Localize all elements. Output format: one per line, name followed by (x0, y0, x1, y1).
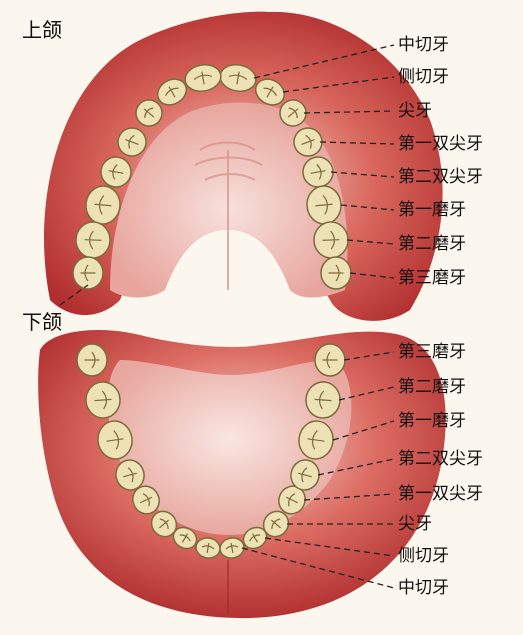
upper-jaw-title: 上颌 (22, 14, 62, 43)
label-upper-first-molar: 第一磨牙 (398, 200, 466, 220)
label-upper-lateral-incisor: 侧切牙 (398, 67, 449, 87)
label-lower-third-molar: 第三磨牙 (398, 342, 466, 362)
label-lower-first-premolar: 第一双尖牙 (398, 484, 483, 504)
label-lower-first-molar: 第一磨牙 (398, 411, 466, 431)
label-lower-lateral-incisor: 侧切牙 (398, 546, 449, 566)
label-lower-second-molar: 第二磨牙 (398, 377, 466, 397)
label-upper-second-premolar: 第二双尖牙 (398, 167, 483, 187)
label-upper-central-incisor: 中切牙 (398, 35, 449, 55)
label-lower-canine: 尖牙 (398, 514, 432, 534)
label-lower-central-incisor: 中切牙 (398, 578, 449, 598)
label-upper-second-molar: 第二磨牙 (398, 234, 466, 254)
label-lower-second-premolar: 第二双尖牙 (398, 449, 483, 469)
label-upper-canine: 尖牙 (398, 101, 432, 121)
lower-jaw-title: 下颌 (22, 306, 62, 335)
label-upper-first-premolar: 第一双尖牙 (398, 134, 483, 154)
label-upper-third-molar: 第三磨牙 (398, 268, 466, 288)
